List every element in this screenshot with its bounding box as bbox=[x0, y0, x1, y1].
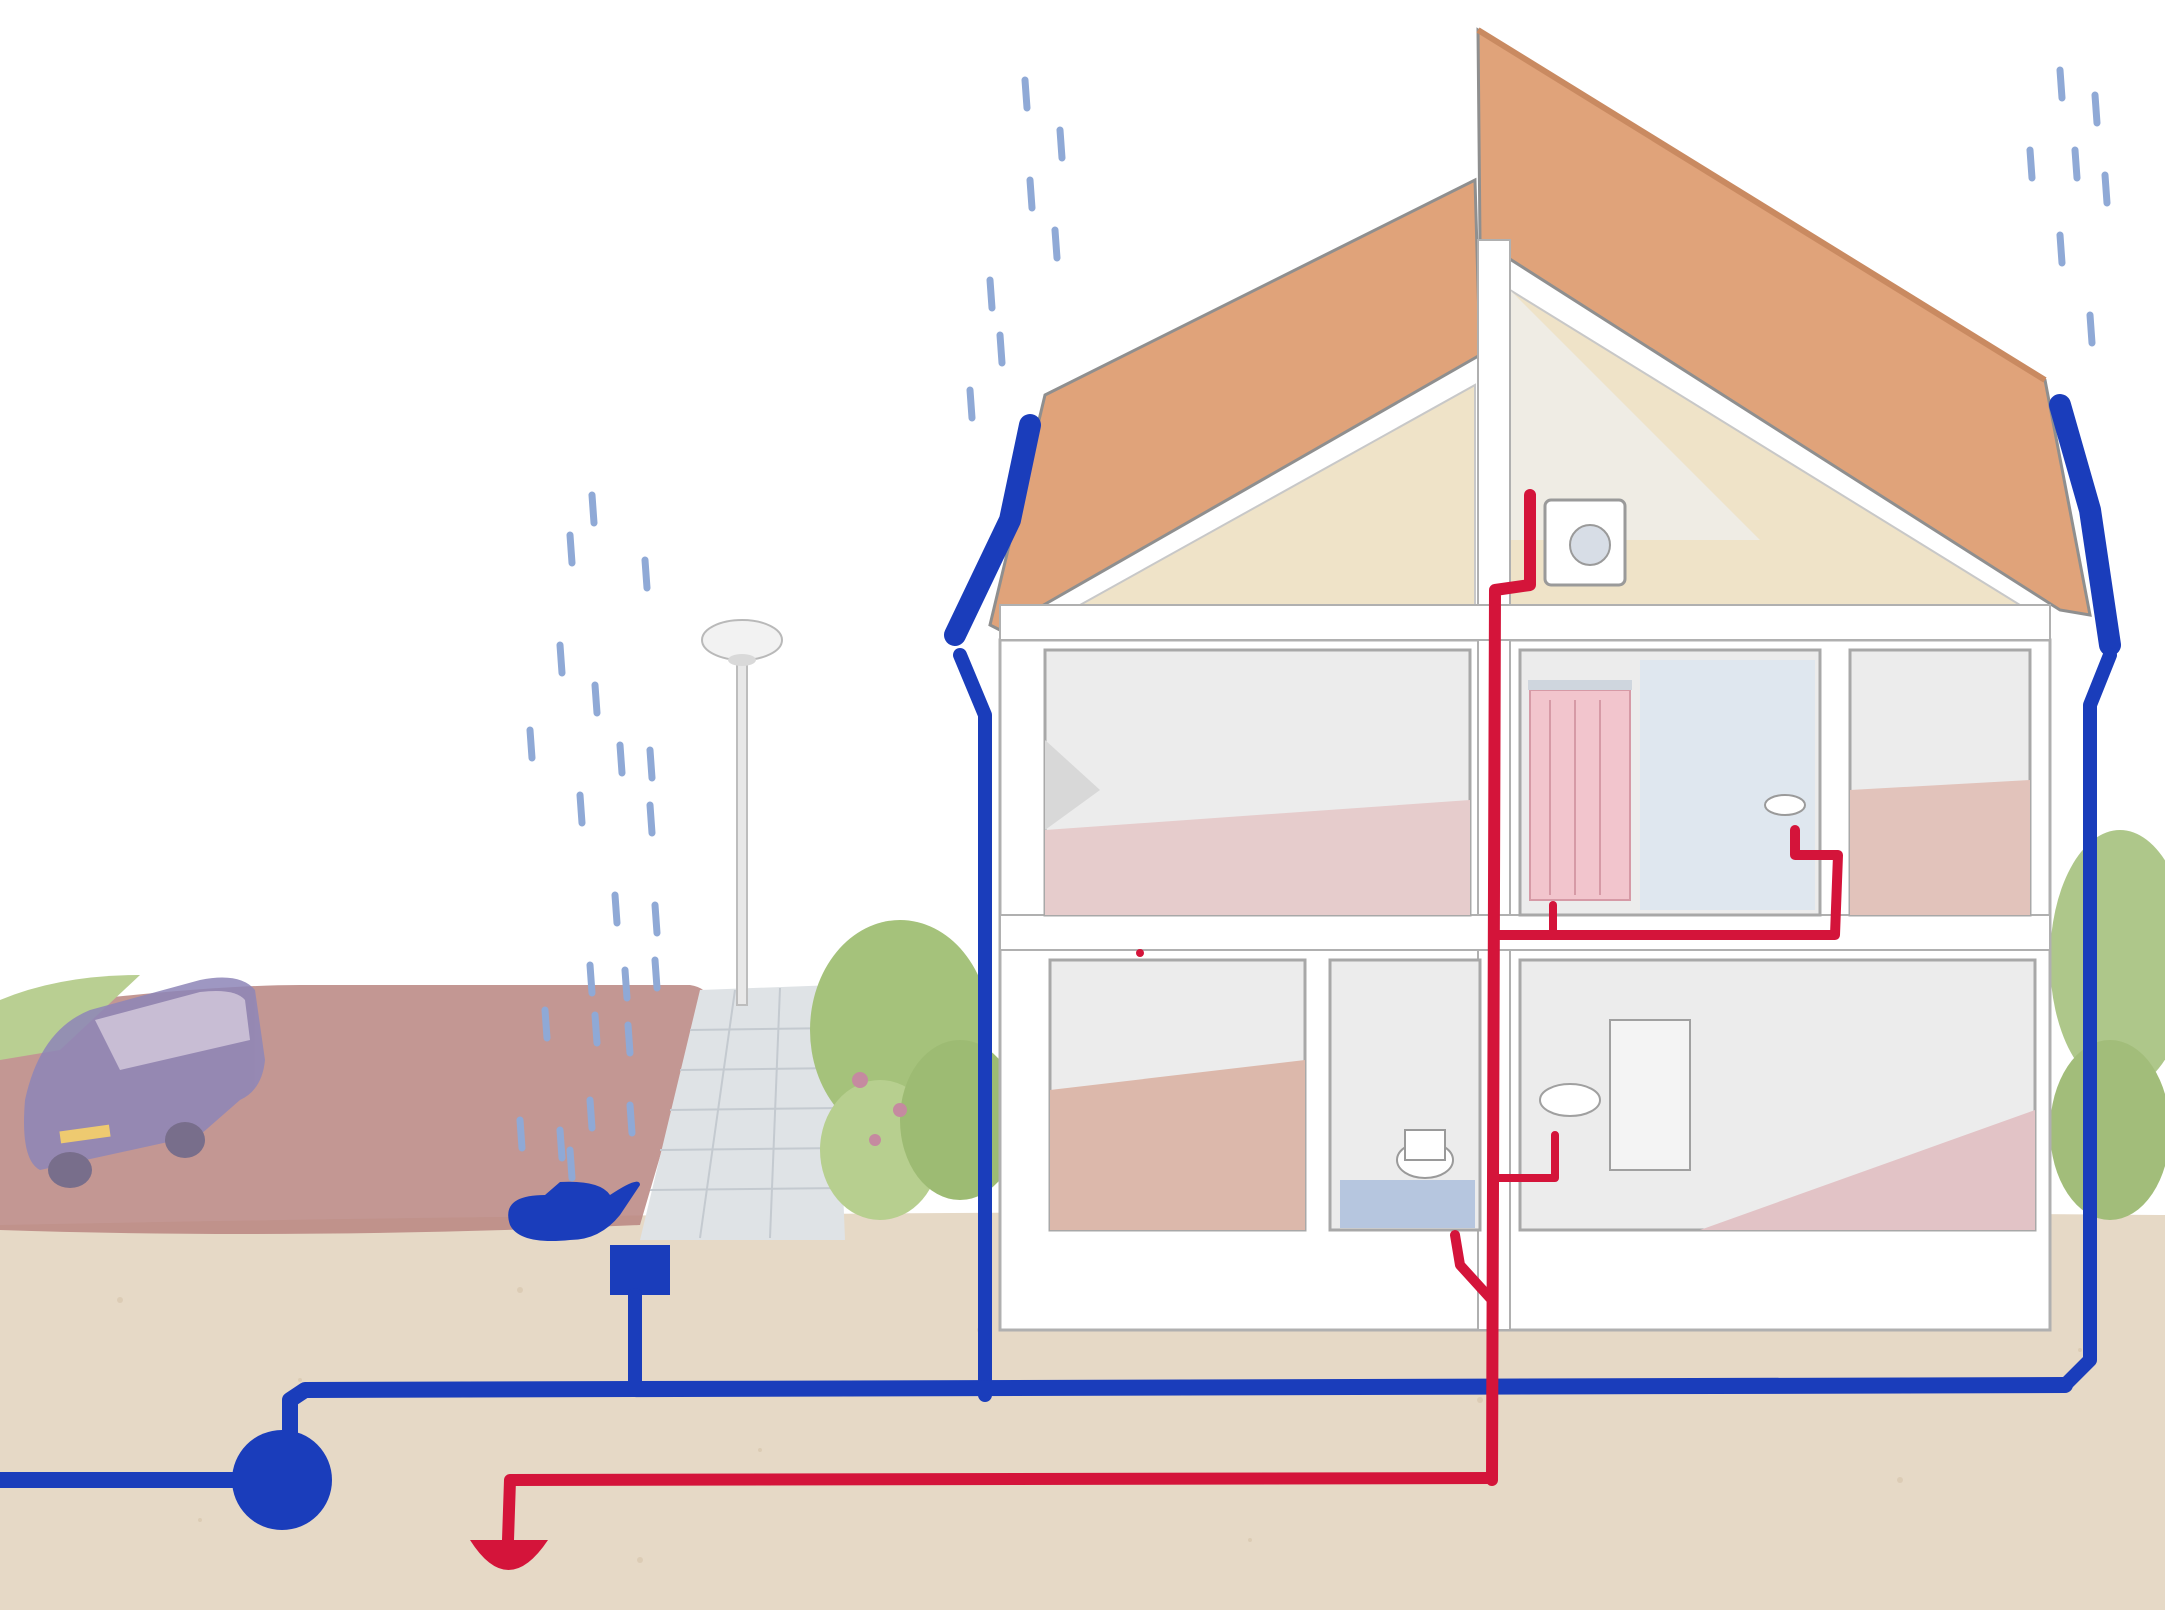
raindrop bbox=[2086, 311, 2096, 347]
gutter-right bbox=[2049, 394, 2121, 656]
raindrop bbox=[591, 681, 601, 717]
raindrop bbox=[2091, 91, 2101, 127]
raindrop bbox=[566, 531, 576, 567]
shower-icon bbox=[1528, 680, 1632, 901]
gutter-left bbox=[944, 414, 1041, 646]
raindrop bbox=[516, 1116, 526, 1152]
car-icon bbox=[24, 977, 265, 1188]
sewage-stack bbox=[1486, 489, 1536, 1486]
grass-left bbox=[0, 975, 140, 1060]
raindrop bbox=[2056, 231, 2066, 267]
raindrop bbox=[541, 1006, 551, 1042]
raindrop bbox=[576, 791, 586, 827]
sewage-pipes bbox=[502, 489, 1843, 1546]
street-lamp-icon bbox=[701, 619, 783, 1006]
raindrop bbox=[556, 641, 566, 677]
raindrop bbox=[646, 746, 656, 782]
house bbox=[988, 27, 2092, 1332]
rain-icon bbox=[516, 66, 2111, 1182]
raindrop bbox=[2101, 171, 2111, 207]
washing-machine-icon bbox=[1543, 498, 1627, 587]
raindrop bbox=[624, 1021, 634, 1057]
raindrop bbox=[1056, 126, 1066, 162]
raindrop bbox=[646, 801, 656, 837]
raindrop bbox=[611, 891, 621, 927]
raindrop bbox=[996, 331, 1006, 367]
raindrop bbox=[966, 386, 976, 422]
raindrop bbox=[591, 1011, 601, 1047]
toilet-icon bbox=[1396, 1129, 1454, 1179]
upper-floor bbox=[1043, 648, 2032, 917]
raindrop bbox=[526, 726, 536, 762]
sink-icon bbox=[1764, 794, 1806, 816]
upper-floor-drain bbox=[1490, 825, 1843, 940]
raindrop bbox=[641, 556, 651, 592]
raindrop bbox=[616, 741, 626, 777]
sewage-main bbox=[502, 1472, 1498, 1546]
raindrop bbox=[2026, 146, 2036, 182]
raindrop bbox=[588, 491, 598, 527]
raindrop bbox=[1051, 226, 1061, 262]
raindrop bbox=[586, 1096, 596, 1132]
kitchen-drain bbox=[1491, 1131, 1559, 1182]
toilet-drain bbox=[1450, 1230, 1495, 1303]
raindrop bbox=[986, 276, 996, 312]
raindrop bbox=[566, 1146, 576, 1182]
raindrop bbox=[626, 1101, 636, 1137]
raindrop bbox=[2056, 66, 2066, 102]
sewage-manhole bbox=[470, 1540, 548, 1570]
raindrop bbox=[586, 961, 596, 997]
raindrop bbox=[556, 1126, 566, 1162]
downpipe-left bbox=[953, 648, 992, 1402]
raindrop bbox=[1021, 76, 1031, 112]
ground-floor bbox=[1048, 958, 2037, 1232]
rainwater-manhole bbox=[232, 1430, 332, 1530]
roof-left bbox=[988, 177, 1482, 632]
downpipe-right bbox=[2058, 648, 2117, 1392]
raindrop bbox=[621, 966, 631, 1002]
raindrop bbox=[2071, 146, 2081, 182]
street-drain-icon bbox=[508, 1181, 670, 1295]
raindrop bbox=[651, 901, 661, 937]
kitchen-counter bbox=[1539, 1019, 1691, 1171]
raindrop bbox=[1026, 176, 1036, 212]
raindrop bbox=[651, 956, 661, 992]
sidewalk bbox=[640, 985, 845, 1240]
